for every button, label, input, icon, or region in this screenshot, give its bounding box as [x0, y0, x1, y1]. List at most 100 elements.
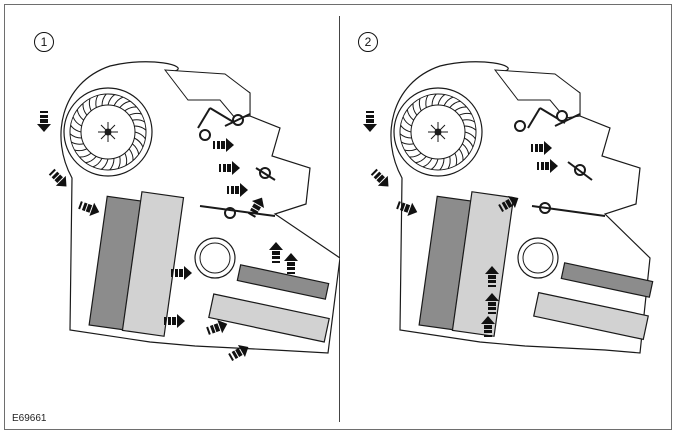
blower-vane	[404, 148, 418, 152]
heater-ring-outer	[517, 237, 559, 279]
blower-vane	[107, 94, 116, 106]
blower-vane	[409, 152, 422, 158]
airflow-arrow-icon	[537, 159, 558, 173]
panel-number-badge-2: 2	[358, 32, 378, 52]
blower-vane	[439, 158, 445, 171]
blower-vane	[406, 109, 415, 121]
airflow-arrow-icon	[227, 183, 248, 197]
airflow-arrow-icon	[228, 344, 249, 361]
blower-vane	[430, 158, 439, 170]
blower-scroll	[393, 87, 483, 177]
blower-vane	[418, 98, 422, 112]
airflow-arrow-icon	[269, 242, 283, 263]
blower-vane	[401, 141, 414, 145]
blower-vane	[124, 106, 137, 112]
blower-vane	[464, 125, 477, 131]
evaporator-core-light	[121, 191, 185, 337]
heater-core-light	[533, 291, 649, 341]
blower-vane	[132, 119, 145, 123]
airflow-arrows	[363, 111, 558, 337]
airflow-arrow-icon	[48, 168, 67, 187]
blower-scroll	[63, 87, 153, 177]
blower-vane	[113, 96, 124, 106]
airflow-arrow-icon	[37, 111, 51, 132]
airflow-arrow-icon	[248, 197, 265, 218]
blower-vane	[76, 109, 85, 121]
blower-vane	[402, 116, 412, 127]
airflow-arrow-icon	[78, 201, 100, 216]
blower-vane	[449, 100, 461, 109]
blower-vane	[454, 106, 467, 112]
airflow-arrow-icon	[284, 253, 298, 274]
figure-code: E69661	[12, 413, 47, 424]
figure-frame	[4, 4, 672, 430]
heater-ring-inner	[522, 242, 554, 274]
airflow-arrow-icon	[485, 266, 499, 287]
airflow-arrow-icon	[206, 320, 228, 335]
heater-ring-inner	[199, 242, 231, 274]
blower-vane	[134, 131, 146, 140]
blower-vane	[399, 133, 412, 139]
blend-doors	[197, 107, 276, 219]
blower-vane	[92, 158, 103, 168]
blower-vane	[117, 156, 121, 169]
blower-vane	[437, 94, 446, 106]
blend-doors	[514, 107, 606, 217]
blower-vane	[443, 96, 454, 106]
panel-1: 1	[10, 8, 340, 388]
airflow-arrow-icon	[498, 195, 519, 212]
blower-vane	[100, 158, 109, 170]
blower-vane	[128, 112, 142, 116]
airflow-arrow-icon	[213, 138, 234, 152]
airflow-arrow-icon	[171, 266, 192, 280]
blower-vane	[128, 148, 134, 161]
blower-vane	[95, 95, 99, 108]
blower-vane	[101, 93, 107, 106]
airflow-arrow-icon	[396, 201, 418, 216]
blower-vane	[131, 143, 140, 155]
airflow-arrow-icon	[531, 141, 552, 155]
blower-vane	[400, 124, 412, 133]
airflow-arrows	[37, 111, 298, 361]
blower-vane	[124, 152, 128, 166]
blower-vane	[464, 131, 476, 140]
airflow-arrow-icon	[219, 161, 240, 175]
heater-core-light	[208, 293, 330, 343]
evaporator-core-light	[451, 191, 515, 337]
blower-vane	[72, 116, 82, 127]
blower-vane	[134, 137, 144, 148]
airflow-arrow-icon	[370, 168, 389, 187]
airflow-arrow-icon	[363, 111, 377, 132]
hvac-diagram-2	[363, 61, 654, 354]
blower-vane	[412, 103, 418, 116]
blower-vane	[70, 124, 82, 133]
hvac-diagram-1	[37, 61, 340, 361]
blower-vane	[425, 95, 429, 108]
heater-core-dark	[236, 264, 330, 300]
blower-vane	[458, 148, 464, 161]
blower-vane	[109, 158, 115, 171]
blower-vane	[88, 98, 92, 112]
blower-vane	[71, 141, 84, 145]
blower-vane	[464, 137, 474, 148]
blower-vane	[119, 100, 131, 109]
airflow-arrow-icon	[485, 293, 499, 314]
blower-vane	[462, 119, 475, 123]
blower-vane	[415, 155, 427, 164]
blower-vane	[431, 93, 437, 106]
blower-vane	[74, 148, 88, 152]
blower-vane	[422, 158, 433, 168]
airflow-arrow-icon	[164, 314, 185, 328]
blower-vane	[447, 156, 451, 169]
panel-divider	[339, 16, 340, 422]
blower-vane	[134, 125, 147, 131]
blower-vane	[82, 103, 88, 116]
blower-vane	[461, 143, 470, 155]
blower-vane	[458, 112, 472, 116]
panel-number-badge-1: 1	[34, 32, 54, 52]
blower-vane	[85, 155, 97, 164]
panel-2: 2	[340, 8, 670, 388]
blower-wheel	[69, 93, 147, 171]
blower-vane	[79, 152, 92, 158]
heater-core-dark	[560, 262, 654, 298]
